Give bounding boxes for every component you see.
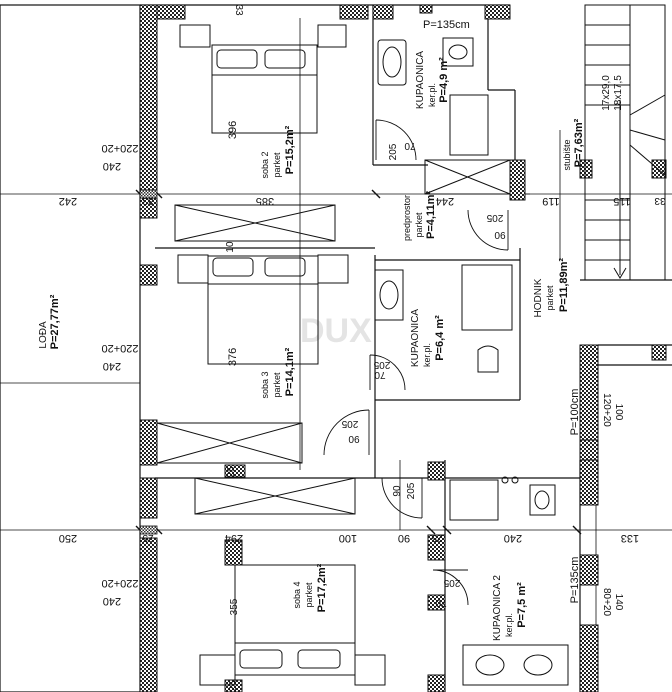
room-kup1-floor: ker.pl. [427, 83, 437, 107]
dim-90: 90 [398, 532, 410, 544]
door-height: 205 [341, 418, 358, 429]
door-height: 205 [373, 359, 390, 370]
dim-376: 376 [227, 348, 239, 366]
room-soba2-floor: parket [272, 152, 282, 178]
door-width: 90 [348, 433, 360, 444]
dim-p100: P=100cm [569, 389, 581, 436]
stairs-spec-1: 17x29,0 [601, 75, 612, 111]
dim-80: 80+20 [601, 588, 612, 617]
dim-385: 385 [256, 195, 274, 207]
room-predprostor-floor: parket [414, 212, 424, 238]
dim-100: 100 [339, 532, 357, 544]
door-width: 90 [494, 229, 506, 240]
dim-p135: P=135cm [569, 557, 581, 604]
dim-33: 33 [233, 4, 244, 16]
room-soba3-floor: parket [272, 372, 282, 398]
door-height: 205 [388, 143, 399, 160]
walls-partition [139, 189, 158, 535]
door-width: 70 [435, 597, 447, 608]
dim-242: 242 [59, 195, 77, 207]
dim-25: 25 [228, 680, 239, 692]
room-kup2-name: KUPAONICA [410, 309, 421, 367]
room-stubiste-name: stubište [562, 139, 572, 170]
room-soba2-area: P=15,2m² [284, 125, 296, 174]
dim-355: 355 [229, 598, 240, 615]
room-kup1-name: KUPAONICA [415, 51, 426, 109]
room-kup1-area: P=4,9 m² [438, 57, 450, 103]
room-soba4-area: P=17,2m² [316, 563, 328, 612]
dim-133: 133 [621, 532, 639, 544]
dim-p135: P=135cm [423, 19, 470, 31]
dim-220: 220+20 [101, 342, 138, 354]
dim-244: 244 [436, 195, 454, 207]
room-kup2-floor: ker.pl. [422, 343, 432, 367]
dim-25: 25 [142, 532, 154, 543]
door-width: 90 [392, 485, 403, 497]
dim-33: 33 [654, 195, 666, 206]
dim-220: 220+20 [101, 142, 138, 154]
dim-140: 140 [613, 594, 624, 611]
dim-115: 115 [613, 195, 631, 207]
dim-25: 25 [431, 532, 443, 543]
door-height: 205 [443, 577, 460, 588]
walls-structural [139, 4, 667, 692]
room-soba2-name: soba 2 [260, 151, 270, 178]
dim-240: 240 [504, 532, 522, 544]
room-loda-area: P=27,77m² [49, 294, 61, 349]
room-kup2-area: P=6,4 m² [434, 315, 446, 361]
room-kup3-floor: ker.pl. [504, 613, 514, 637]
room-soba4-floor: parket [304, 582, 314, 608]
dim-119: 119 [542, 195, 560, 207]
dim-240: 240 [103, 160, 121, 172]
room-stubiste-area: P=7,63m² [573, 118, 585, 167]
dim-120: 120+20 [601, 393, 612, 427]
stairs [584, 4, 666, 281]
door-width: 70 [374, 369, 386, 380]
dimension-labels: 240 220+20 240 220+20 240 220+20 242 33 … [59, 4, 666, 691]
room-predprostor-area: P=4,11m² [425, 191, 437, 239]
wardrobes [156, 159, 511, 515]
bathroom-fixtures [374, 37, 569, 686]
dim-294: 294 [225, 532, 243, 544]
room-hodnik-name: HODNIK [533, 278, 544, 317]
room-soba3-area: P=14,1m² [284, 347, 296, 396]
dim-220: 220+20 [101, 577, 138, 589]
room-loda-name: LOĐA [38, 321, 49, 349]
room-kup3-area: P=7,5 m² [516, 582, 528, 628]
room-hodnik-area: P=11,89m² [558, 258, 570, 312]
watermark: DUX [300, 312, 372, 350]
room-predprostor-name: predprostor [402, 195, 412, 241]
room-soba3-name: soba 3 [260, 371, 270, 398]
dim-396: 396 [227, 121, 239, 139]
room-hodnik-floor: parket [545, 285, 555, 311]
beds [177, 24, 386, 686]
dim-240: 240 [103, 595, 121, 607]
door-swings [323, 119, 509, 606]
door-labels: 70 205 90 205 70 205 90 205 90 205 70 20… [341, 140, 505, 608]
stairs-spec-2: 18x17,5 [613, 75, 624, 111]
room-soba4-name: soba 4 [292, 581, 302, 608]
dim-33: 33 [142, 195, 154, 206]
door-width: 70 [404, 140, 416, 151]
dim-100: 100 [613, 404, 624, 421]
dim-250: 250 [59, 532, 77, 544]
room-kup3-name: KUPAONICA 2 [492, 575, 503, 641]
door-height: 205 [406, 482, 417, 499]
dim-240: 240 [103, 360, 121, 372]
door-height: 205 [486, 212, 503, 223]
dim-10: 10 [225, 241, 236, 253]
dim-25: 25 [226, 466, 237, 478]
